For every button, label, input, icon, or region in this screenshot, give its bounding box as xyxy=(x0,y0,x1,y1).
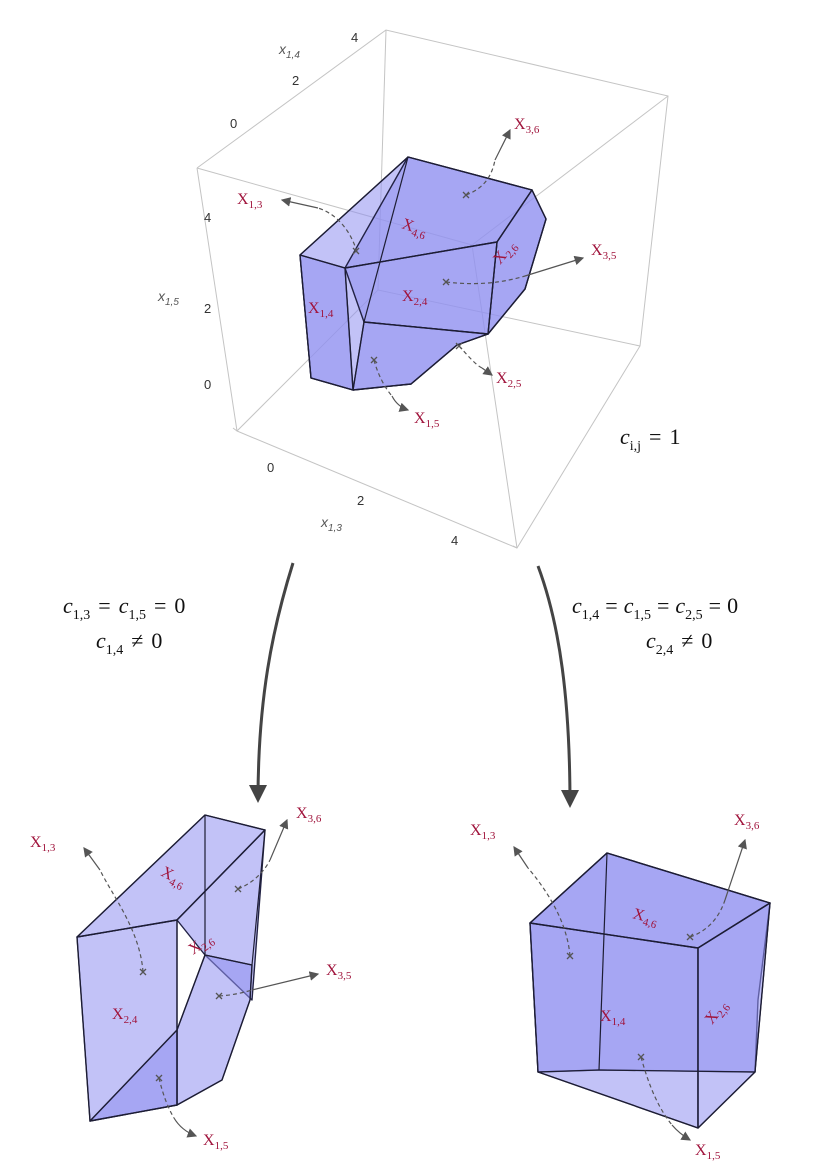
label-x25: X2,5 xyxy=(496,370,522,390)
left-label-x13: X1,3 xyxy=(30,834,56,854)
right-condition-line2: c2,4≠0 xyxy=(646,628,712,658)
left-label-x35: X3,5 xyxy=(326,962,352,982)
label-x14: X1,4 xyxy=(308,300,334,320)
right-label-x15: X1,5 xyxy=(695,1142,721,1162)
axis-x14-tick-0: 0 xyxy=(230,116,237,131)
top-polytope xyxy=(299,156,547,391)
right-conditions: c1,4=c1,5=c2,5=0 c2,4≠0 xyxy=(572,593,738,658)
axis-x15: x1,5 4 2 0 xyxy=(157,210,211,392)
axis-x14: x1,4 4 2 0 xyxy=(230,30,358,131)
left-branch-arrow xyxy=(249,562,295,803)
label-x46: X4,6 xyxy=(399,216,430,243)
label-x35: X3,5 xyxy=(591,242,617,262)
axis-x13-tick-2: 2 xyxy=(357,493,364,508)
right-label-x13: X1,3 xyxy=(470,822,496,842)
right-polytope-edges xyxy=(529,852,771,1129)
left-callouts xyxy=(83,818,320,1138)
top-plot: x1,4 4 2 0 x1,5 4 2 0 x1,3 0 2 4 xyxy=(157,29,680,549)
left-polytope: X1,3 X3,6 X4,6 X2,6 X3,5 X2,4 X1,5 xyxy=(30,805,352,1152)
axis-x15-label: x1,5 xyxy=(157,288,179,308)
right-label-x36: X3,6 xyxy=(734,812,760,832)
left-conditions: c1,3=c1,5=0 c1,4≠0 xyxy=(63,593,185,658)
right-label-x14: X1,4 xyxy=(600,1008,626,1028)
condition-cij: ci,j=1 xyxy=(620,424,680,454)
axis-x13-tick-4: 4 xyxy=(451,533,458,548)
label-x13: X1,3 xyxy=(237,191,263,211)
top-callouts xyxy=(280,128,585,412)
polytope-edges xyxy=(299,156,547,391)
axis-x14-label: x1,4 xyxy=(278,41,300,61)
label-x15: X1,5 xyxy=(414,410,440,430)
left-label-x24: X2,4 xyxy=(112,1006,138,1026)
branch-arrows xyxy=(249,562,579,808)
left-label-x36: X3,6 xyxy=(296,805,322,825)
label-x36: X3,6 xyxy=(514,116,540,136)
left-condition-line1: c1,3=c1,5=0 xyxy=(63,593,185,623)
axis-x13-label: x1,3 xyxy=(320,514,342,534)
right-branch-arrow xyxy=(536,565,579,808)
right-polytope: X1,3 X3,6 X4,6 X2,6 X1,4 X1,5 xyxy=(470,812,771,1162)
axis-x15-tick-4: 4 xyxy=(204,210,211,225)
left-label-x15: X1,5 xyxy=(203,1132,229,1152)
axis-x14-tick-2: 2 xyxy=(292,73,299,88)
left-condition-line2: c1,4≠0 xyxy=(96,628,162,658)
axis-x14-tick-4: 4 xyxy=(351,30,358,45)
right-label-x46: X4,6 xyxy=(630,905,660,931)
right-condition-line1: c1,4=c1,5=c2,5=0 xyxy=(572,593,738,623)
axis-x15-tick-0: 0 xyxy=(204,377,211,392)
right-callouts xyxy=(513,838,747,1141)
axis-x13: x1,3 0 2 4 xyxy=(267,460,458,548)
axis-x15-tick-2: 2 xyxy=(204,301,211,316)
left-polytope-edges xyxy=(76,814,266,1122)
label-x24: X2,4 xyxy=(402,288,428,308)
left-face-x35 xyxy=(176,954,253,1106)
left-label-x46: X4,6 xyxy=(157,864,189,894)
axis-x13-tick-0: 0 xyxy=(267,460,274,475)
